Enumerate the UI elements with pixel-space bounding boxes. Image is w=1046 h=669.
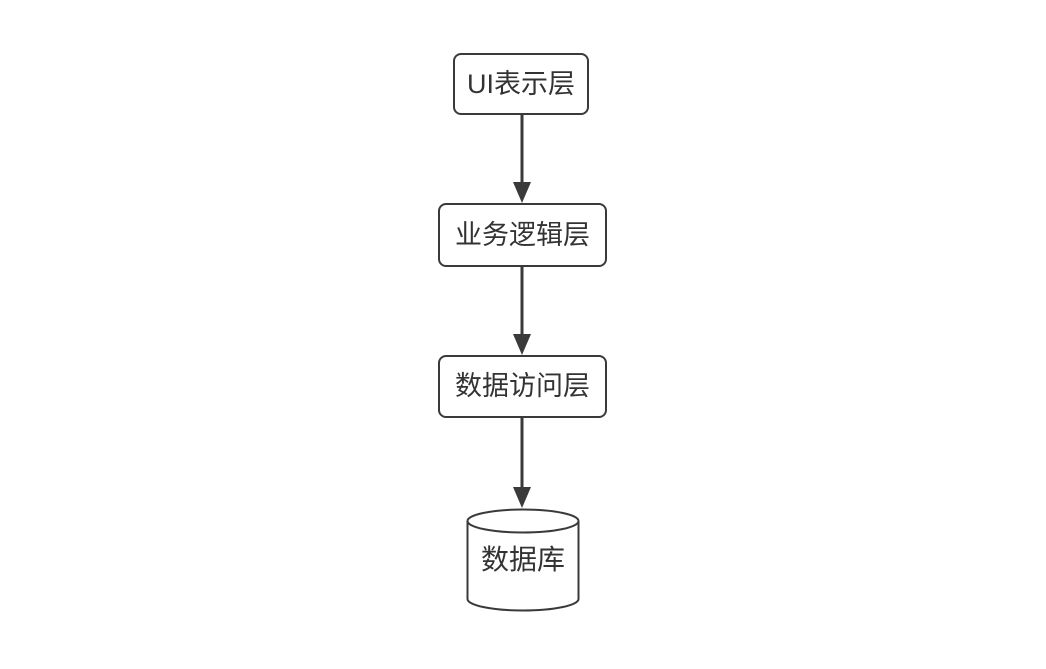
node-ui-layer-label: UI表示层 [467, 68, 575, 99]
node-data-access-layer-label: 数据访问层 [455, 371, 590, 401]
database-cylinder-icon [466, 508, 580, 612]
arrow-dataaccess-to-database [513, 418, 531, 508]
node-ui-layer: UI表示层 [453, 53, 589, 115]
node-business-logic-layer: 业务逻辑层 [438, 203, 607, 267]
arrow-business-to-dataaccess [513, 267, 531, 355]
arrow-ui-to-business [513, 115, 531, 203]
node-database: 数据库 [466, 508, 580, 612]
node-business-logic-layer-label: 业务逻辑层 [455, 219, 590, 250]
node-database-label: 数据库 [480, 544, 565, 575]
node-data-access-layer: 数据访问层 [438, 355, 607, 418]
